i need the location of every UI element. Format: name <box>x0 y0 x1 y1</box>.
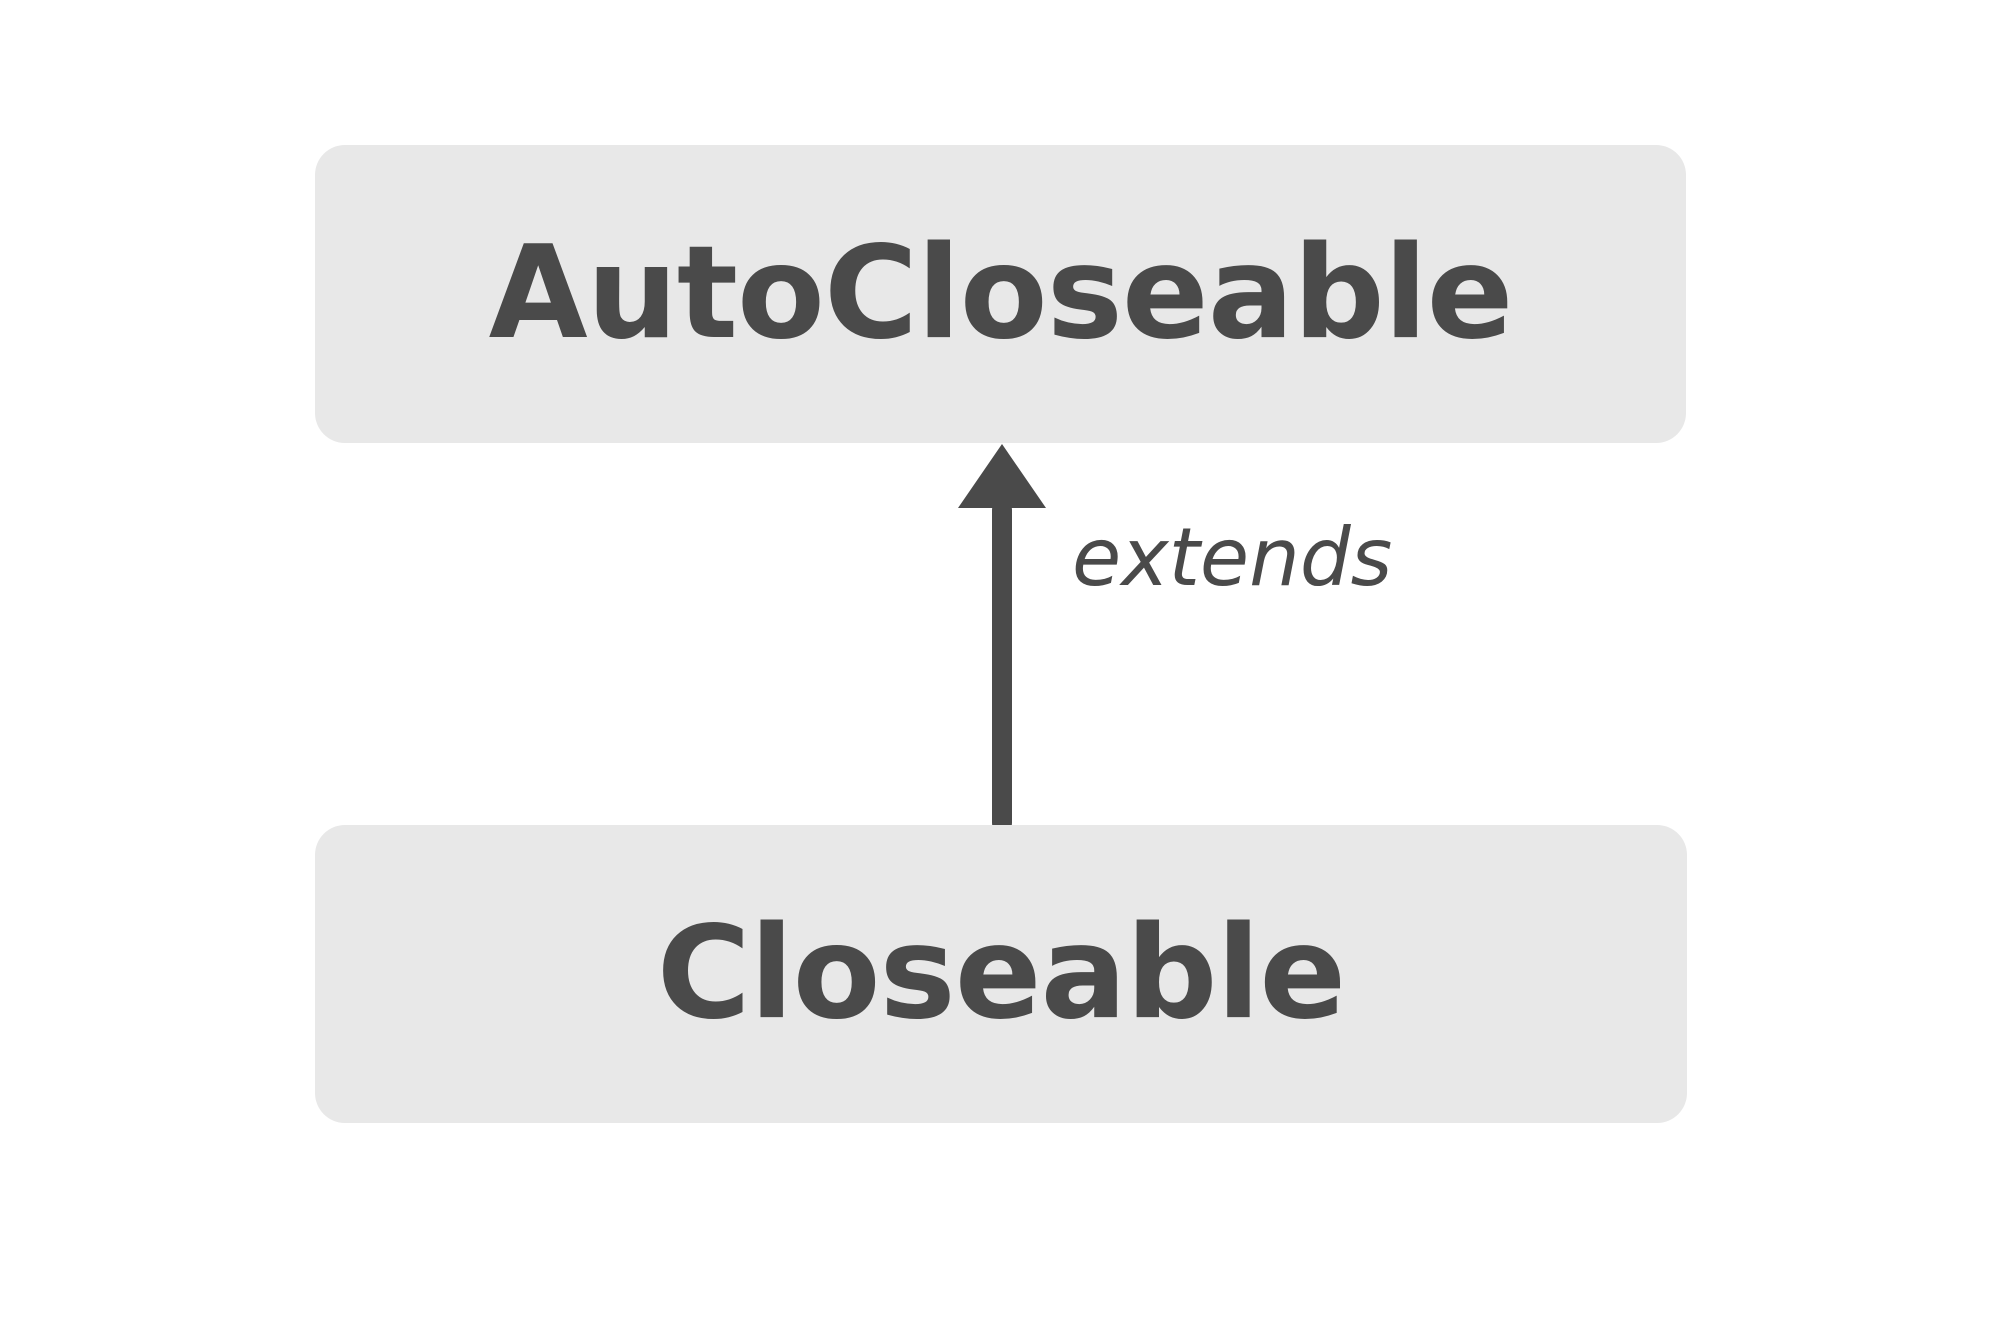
inheritance-edge[interactable] <box>930 430 1130 833</box>
class-node-label: AutoCloseable <box>488 219 1514 368</box>
class-node-closeable[interactable]: Closeable <box>315 825 1687 1123</box>
class-node-autocloseable[interactable]: AutoCloseable <box>315 145 1686 443</box>
edge-label-extends: extends <box>1072 511 1393 604</box>
extends-arrow-icon <box>958 444 1046 833</box>
class-node-label: Closeable <box>656 899 1346 1048</box>
